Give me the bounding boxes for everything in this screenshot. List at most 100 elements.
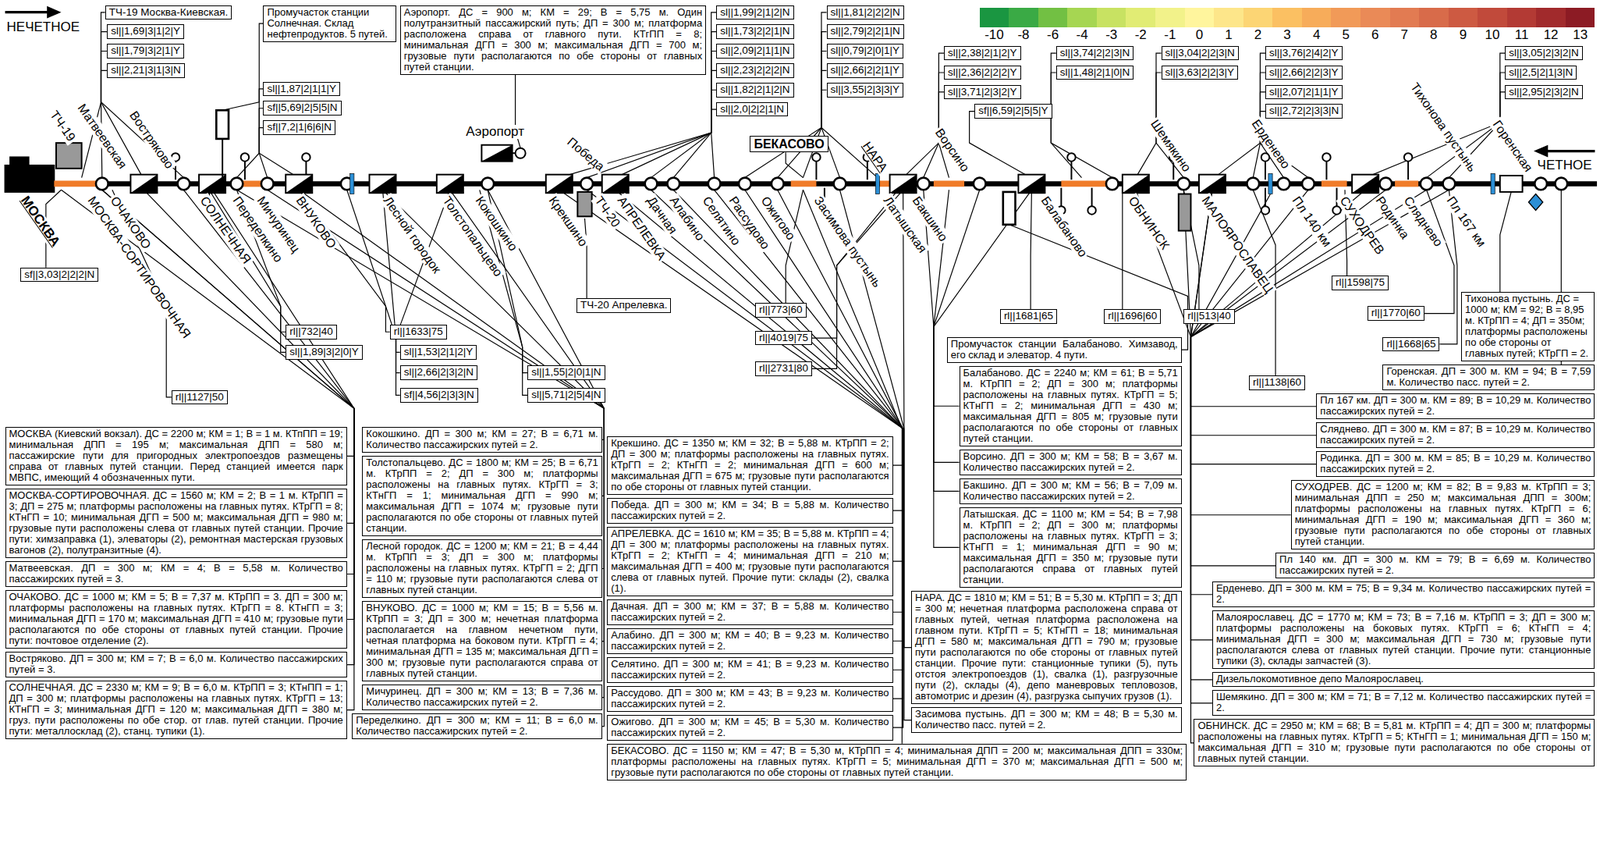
code-box: sl||1,73|2|2|1|N: [716, 24, 794, 40]
node-text: sl||1,82|2|1|2|N: [720, 84, 790, 96]
leader-line: [673, 89, 717, 178]
code-box: rl||1127|50: [171, 390, 228, 405]
legend-swatch: [979, 7, 1010, 28]
node-text: sl||2,09|2|1|1|N: [720, 45, 790, 57]
code-box: sl||1,55|2|0|1|N: [527, 365, 605, 380]
code-box: sl||3,71|2|3|2|Y: [943, 85, 1022, 100]
node-text: rl||1633|75: [393, 326, 444, 338]
legend-swatch: [1125, 7, 1156, 28]
node-text: rl||513|40: [1187, 310, 1232, 323]
node-text: sl||3,76|2|4|2|Y: [1269, 47, 1339, 60]
node-text: sl||1,79|3|2|1|Y: [110, 45, 181, 57]
station-symbol: [1500, 175, 1523, 192]
node-text: rl||2731|80: [759, 362, 809, 375]
leader-line: [559, 189, 904, 465]
legend-swatch: [1243, 7, 1274, 28]
node-text: sl||2,66|2|2|3|Y: [1269, 67, 1339, 79]
legend-swatch: [1536, 7, 1566, 28]
depot-building: [216, 109, 229, 139]
code-box: sl||2,5|2|1|3|N: [1504, 65, 1577, 81]
info-box: Промучасток станции Солнечная. Склад неф…: [262, 5, 396, 43]
code-box: sl||2,0|2|2|1|N: [716, 102, 788, 118]
node-text: rl||4019|75: [759, 332, 809, 345]
info-box: БЕКАСОВО. ДС = 1150 м; КМ = 47; В = 5,30…: [606, 743, 1187, 781]
node-text: Ерденево. ДП = 300 м. КМ = 75; В = 9,34 …: [1216, 582, 1592, 605]
station-symbol-fill: [130, 174, 157, 194]
station-label: Горенская: [1489, 116, 1537, 176]
info-box: Малоярославец. ДС = 1770 м; КМ = 73; В =…: [1212, 610, 1596, 669]
legend-value: 11: [1507, 27, 1537, 43]
node-text: Родинка. ДП = 300 м. КМ = 85; В = 10,29 …: [1319, 452, 1591, 475]
code-box: rl||1681|65: [1000, 308, 1058, 324]
legend-swatch: [1096, 7, 1127, 28]
code-box: sl||3,74|2|2|3|N: [1056, 46, 1134, 61]
info-box: ОБНИНСК. ДС = 2950 м; КМ = 68; В = 5,81 …: [1193, 718, 1595, 767]
station-symbol: [285, 174, 313, 194]
stop-symbol: [917, 177, 930, 191]
station-label: МОСКВА-СОРТИРОВОЧНАЯ: [84, 192, 195, 342]
plant-symbol: [1003, 191, 1016, 225]
legend-item: 2: [1243, 7, 1274, 43]
legend-item: 6: [1360, 7, 1391, 43]
node-text: sf||3,03|2|2|2|N: [24, 269, 95, 281]
station-symbol: [890, 174, 917, 194]
info-box: Дизельлокомотивное депо Малоярославец.: [1212, 671, 1596, 687]
stop-symbol: [580, 177, 593, 191]
node-text: Востряково. ДП = 300 м; КМ = 7; В = 6,0 …: [9, 652, 344, 675]
node-text: sl||2,36|2|2|2|Y: [947, 67, 1018, 79]
info-box: Ожигово. ДП = 300 м; КМ = 45; В = 5,30 м…: [606, 714, 893, 741]
station-label: Балабаново: [1037, 192, 1091, 261]
code-box: ТЧ-19 Москва-Киевская.: [105, 5, 233, 21]
legend-value: 9: [1448, 27, 1479, 43]
stop-symbol: [95, 177, 109, 191]
node-text: Толстопальцево. ДС = 1800 м; КМ = 25; В …: [365, 457, 598, 534]
stop-symbol: [666, 177, 680, 191]
legend-swatch: [1067, 7, 1097, 28]
info-box: Ерденево. ДП = 300 м. КМ = 75; В = 9,34 …: [1212, 581, 1596, 607]
station-symbol-fill: [1351, 174, 1379, 194]
node-text: sl||1,53|2|1|2|Y: [404, 346, 474, 359]
node-text: sl||1,55|2|0|1|N: [531, 366, 601, 379]
stop-symbol: [1554, 177, 1568, 191]
node-text: rl||1598|75: [1335, 276, 1385, 289]
leader-line: [1050, 72, 1112, 178]
node-text: Селятино. ДП = 300 м; КМ = 41; В = 9,23 …: [610, 658, 889, 681]
node-text: Засимова пустынь. ДП = 300 м; КМ = 48; В…: [915, 708, 1178, 731]
node-text: Промучасток станции Балабаново. Химзавод…: [950, 338, 1178, 361]
legend-swatch: [1360, 7, 1391, 28]
code-box: sl||1,69|3|1|2|Y: [106, 24, 185, 40]
legend-item: 7: [1390, 7, 1420, 43]
info-box: Кокошкино. ДП = 300 м; КМ = 27; В = 6,71…: [361, 426, 602, 453]
leader-line: [1500, 191, 1512, 292]
station-symbol-fill: [369, 174, 397, 194]
info-box: Сляднево. ДП = 300 м. КМ = 87; В = 10,29…: [1316, 422, 1595, 448]
legend-item: 4: [1301, 7, 1332, 43]
node-text: Рассудово. ДП = 300 м; КМ = 43; В = 9,23…: [610, 687, 889, 710]
legend-value: -4: [1067, 27, 1097, 43]
station-extent: [53, 180, 97, 188]
station-label: ТЧ-19: [46, 106, 80, 145]
info-box: ВНУКОВО. ДС = 1000 м; КМ = 15; В = 5,56 …: [361, 600, 602, 682]
legend-value: 12: [1536, 27, 1566, 43]
code-box: sl||2,23|2|2|2|N: [716, 63, 794, 79]
info-box: Пл 167 км. ДП = 300 м. КМ = 89; В = 10,2…: [1316, 393, 1595, 419]
node-text: sl||1,89|3|2|0|Y: [289, 346, 359, 359]
code-box: rl||1598|75: [1331, 275, 1389, 291]
station-symbol: [602, 174, 629, 194]
blue-mark: [1268, 173, 1273, 194]
direction-label: НЕЧЕТНОЕ: [5, 20, 82, 36]
station-symbol-fill: [436, 174, 464, 194]
signal-stem: [1070, 161, 1072, 181]
legend-item: 5: [1330, 7, 1361, 43]
leader-line: [785, 152, 803, 178]
legend-item: -6: [1038, 7, 1068, 43]
code-box: rl||1668|65: [1382, 337, 1440, 352]
airport-symbol-fill: [481, 145, 512, 162]
legend-value: 1: [1213, 27, 1244, 43]
code-box: sf||3,03|2|2|2|N: [20, 267, 99, 283]
code-box: rl||732|40: [285, 324, 338, 340]
airport-link: [512, 152, 516, 154]
info-box: Ворсино. ДП = 300 м; КМ = 58; В = 3,67 м…: [959, 449, 1182, 476]
stop-symbol: [771, 177, 785, 191]
